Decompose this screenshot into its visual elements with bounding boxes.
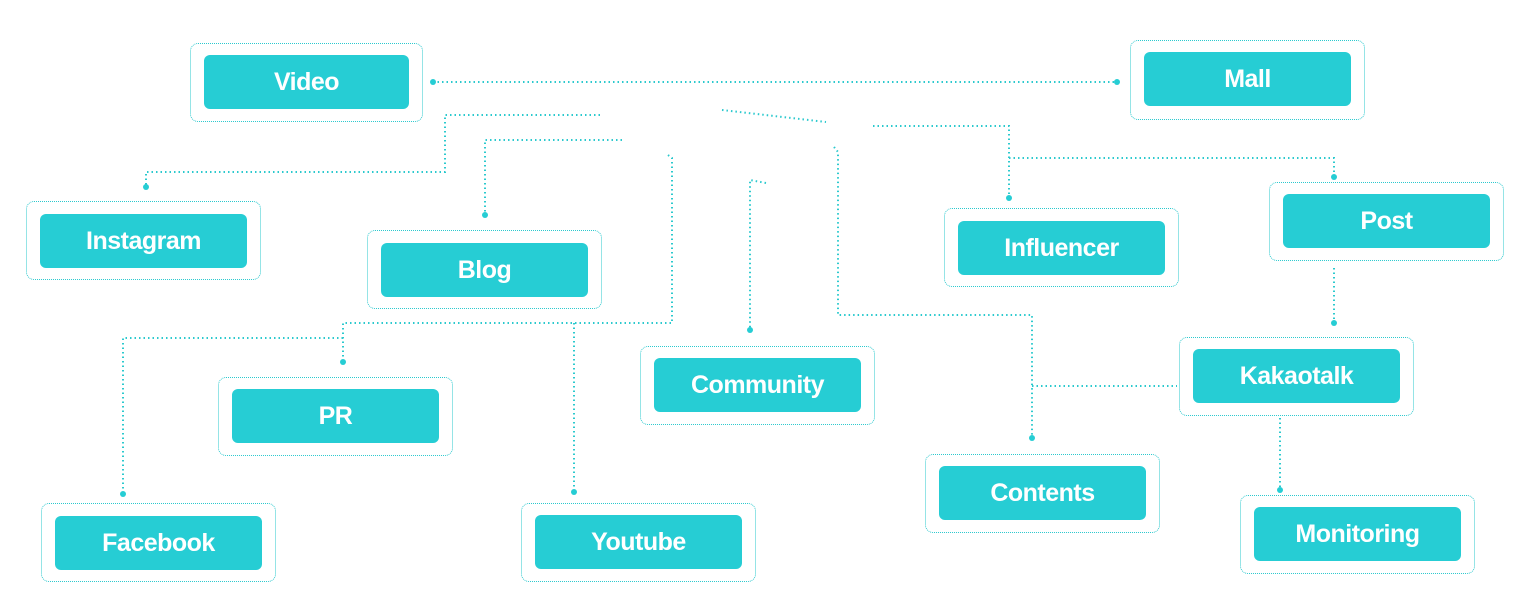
connector-dot (1006, 195, 1012, 201)
connector-instagram (145, 114, 600, 187)
connector-top-center (721, 109, 827, 123)
node-post[interactable]: Post (1283, 194, 1490, 248)
connector-dot (1331, 320, 1337, 326)
node-contents[interactable]: Contents (939, 466, 1146, 520)
connector-dot (482, 212, 488, 218)
connector-pr-facebook-youtube (122, 154, 673, 494)
connector-influencer-post (873, 125, 1335, 198)
connector-contents (833, 146, 1177, 438)
node-pr[interactable]: PR (232, 389, 439, 443)
node-youtube[interactable]: Youtube (535, 515, 742, 569)
connector-dot (120, 491, 126, 497)
node-video[interactable]: Video (204, 55, 409, 109)
connector-dot (143, 184, 149, 190)
node-blog[interactable]: Blog (381, 243, 588, 297)
node-community[interactable]: Community (654, 358, 861, 412)
node-influencer[interactable]: Influencer (958, 221, 1165, 275)
node-kakaotalk[interactable]: Kakaotalk (1193, 349, 1400, 403)
connector-dot (430, 79, 436, 85)
node-facebook[interactable]: Facebook (55, 516, 262, 570)
connector-dot (340, 359, 346, 365)
node-instagram[interactable]: Instagram (40, 214, 247, 268)
connector-blog (484, 139, 622, 215)
connector-dot (747, 327, 753, 333)
connector-dot (571, 489, 577, 495)
node-mall[interactable]: Mall (1144, 52, 1351, 106)
connector-dot (1114, 79, 1120, 85)
connector-dot (1277, 487, 1283, 493)
connector-dot (1029, 435, 1035, 441)
connector-dot (1331, 174, 1337, 180)
node-monitoring[interactable]: Monitoring (1254, 507, 1461, 561)
connector-community (749, 178, 767, 330)
